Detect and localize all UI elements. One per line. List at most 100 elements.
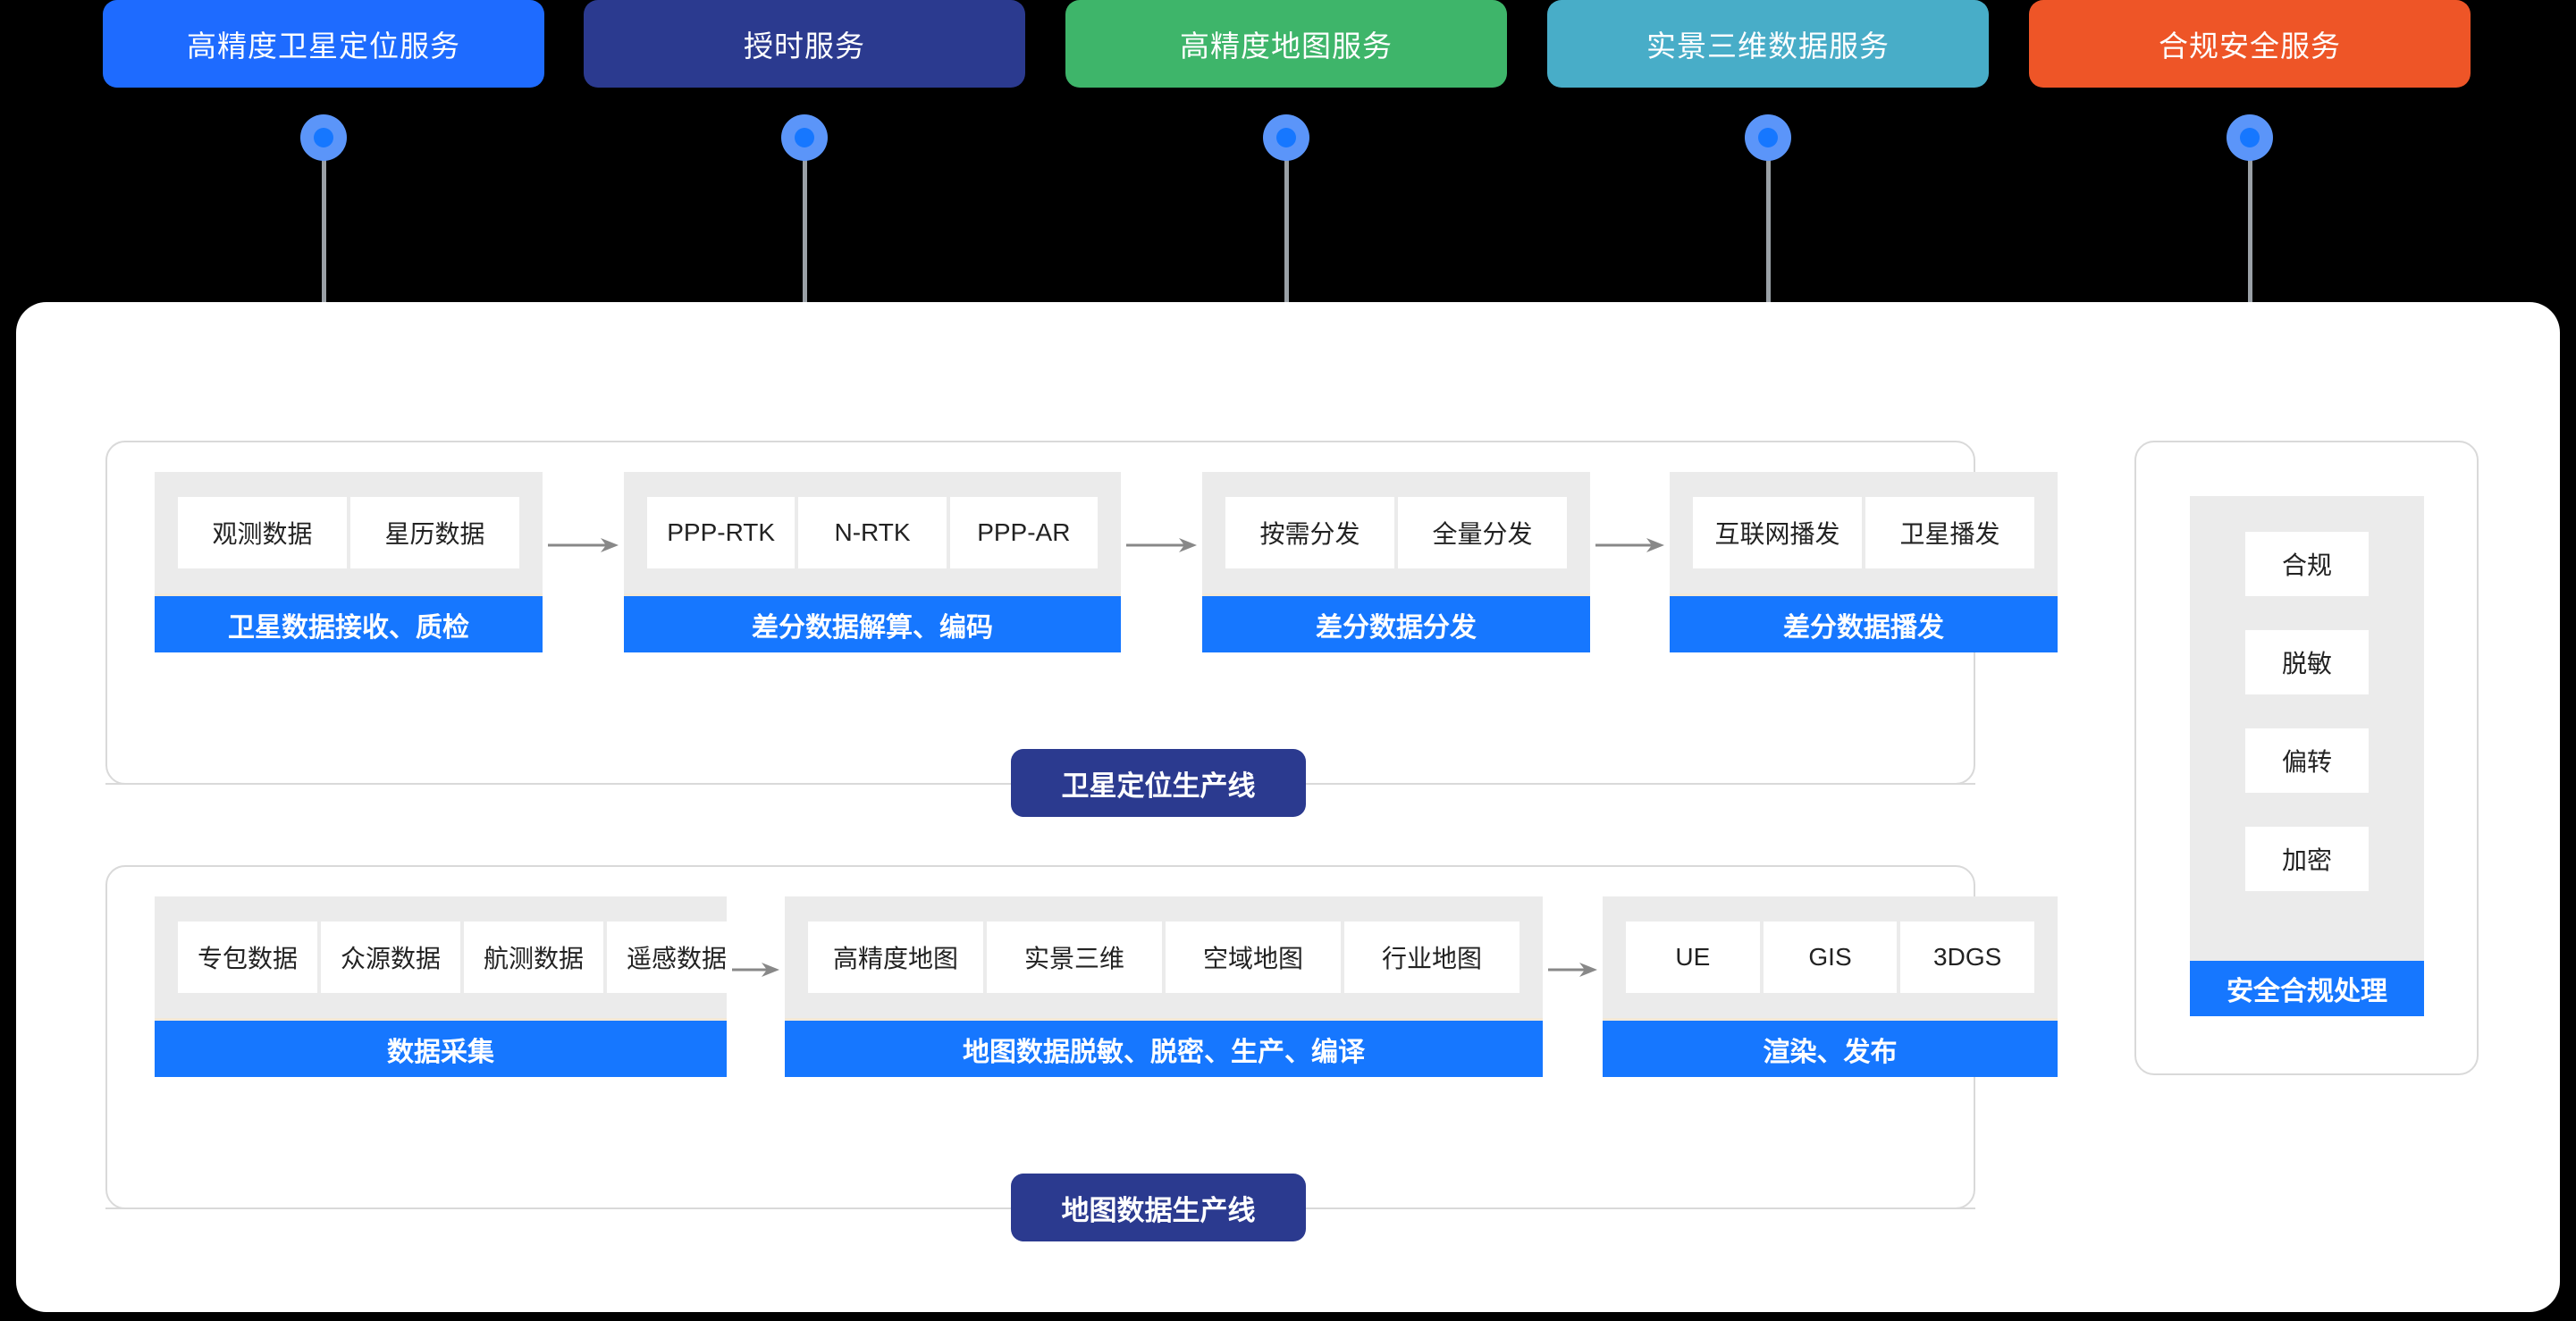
service-pill-label: 合规安全服务 [2159, 29, 2341, 63]
map-chip-0-1[interactable]: 众源数据 [321, 921, 465, 993]
satellite-chip-0-1[interactable]: 星历数据 [350, 497, 519, 568]
footer-label: 数据采集 [387, 1037, 494, 1067]
security-chip-label: 加密 [2281, 846, 2332, 874]
satellite-group-3-items: 互联网播发 卫星播发 [1670, 472, 2058, 593]
satellite-chip-1-1[interactable]: N-RTK [798, 497, 950, 568]
location-pin-core [2240, 128, 2260, 147]
connector-stem-0 [322, 134, 326, 304]
map-footer-1[interactable]: 地图数据脱敏、脱密、生产、编译 [785, 1018, 1543, 1077]
location-pin-icon-1[interactable] [781, 114, 828, 161]
map-chip-2-0[interactable]: UE [1626, 921, 1764, 993]
satellite-group-1: PPP-RTK N-RTK PPP-AR 差分数据解算、编码 [624, 472, 1121, 652]
map-chip-0-2[interactable]: 航测数据 [464, 921, 608, 993]
security-chip-2[interactable]: 偏转 [2245, 728, 2369, 793]
map-chip-1-2[interactable]: 空域地图 [1166, 921, 1344, 993]
satellite-group-3: 互联网播发 卫星播发差分数据播发 [1670, 472, 2058, 652]
security-chip-label: 合规 [2281, 551, 2332, 579]
satellite-chip-0-0[interactable]: 观测数据 [178, 497, 350, 568]
map-chip-1-0[interactable]: 高精度地图 [808, 921, 987, 993]
satellite-group-2: 按需分发 全量分发差分数据分发 [1202, 472, 1590, 652]
satellite-footer-1[interactable]: 差分数据解算、编码 [624, 593, 1121, 652]
map-footer-0[interactable]: 数据采集 [155, 1018, 727, 1077]
location-pin-icon-2[interactable] [1263, 114, 1309, 161]
chip-label: 航测数据 [484, 945, 585, 972]
map-group-1-items: 高精度地图实景三维 空域地图 行业地图 [785, 896, 1543, 1018]
map-chip-0-0[interactable]: 专包数据 [178, 921, 322, 993]
service-pill-row: 高精度卫星定位服务 授时服务 高精度地图服务 实景三维数据服务 合规安全服务 [0, 0, 2576, 88]
map-chip-1-1[interactable]: 实景三维 [987, 921, 1166, 993]
security-chip-0[interactable]: 合规 [2245, 532, 2369, 596]
chip-label: 互联网播发 [1714, 520, 1840, 548]
satellite-chip-1-2[interactable]: PPP-AR [949, 497, 1098, 568]
footer-label: 差分数据分发 [1316, 612, 1477, 643]
footer-label: 地图数据脱敏、脱密、生产、编译 [963, 1037, 1365, 1067]
footer-label: 卫星数据接收、质检 [228, 612, 469, 643]
service-pill-4[interactable]: 合规安全服务 [2029, 0, 2471, 88]
map-group-2-items: UE GIS 3DGS [1603, 896, 2058, 1018]
chip-label: PPP-AR [977, 518, 1071, 546]
footer-label: 渲染、发布 [1763, 1037, 1898, 1067]
chip-label: 观测数据 [212, 520, 313, 548]
chip-label: 3DGS [1933, 943, 2002, 971]
service-pill-2[interactable]: 高精度地图服务 [1065, 0, 1507, 88]
satellite-group-2-items: 按需分发 全量分发 [1202, 472, 1590, 593]
location-pin-core [795, 128, 814, 147]
map-chip-0-3[interactable]: 遥感数据 [607, 921, 747, 993]
map-group-2: UE GIS 3DGS 渲染、发布 [1603, 896, 2058, 1077]
chip-label: 行业地图 [1381, 945, 1482, 972]
service-pill-1[interactable]: 授时服务 [584, 0, 1025, 88]
footer-label: 差分数据解算、编码 [752, 612, 993, 643]
location-pin-core [1276, 128, 1296, 147]
satellite-footer-3[interactable]: 差分数据播发 [1670, 593, 2058, 652]
satellite-chip-2-1[interactable]: 全量分发 [1398, 497, 1567, 568]
location-pin-core [314, 128, 333, 147]
satellite-footer-0[interactable]: 卫星数据接收、质检 [155, 593, 543, 652]
security-chip-label: 脱敏 [2281, 650, 2332, 677]
map-line-label[interactable]: 地图数据生产线 [1011, 1174, 1306, 1241]
location-pin-icon-0[interactable] [300, 114, 347, 161]
chip-label: PPP-RTK [667, 518, 776, 546]
connector-stem-2 [1284, 134, 1289, 304]
map-chip-1-3[interactable]: 行业地图 [1344, 921, 1520, 993]
connector-stem-3 [1766, 134, 1771, 304]
map-arrow-1 [1548, 959, 1597, 980]
satellite-chip-1-0[interactable]: PPP-RTK [647, 497, 799, 568]
footer-label: 差分数据播发 [1783, 612, 1944, 643]
map-chip-2-1[interactable]: GIS [1763, 921, 1901, 993]
satellite-arrow-2 [1595, 534, 1664, 556]
satellite-line-label-text: 卫星定位生产线 [1061, 770, 1256, 802]
satellite-line-label[interactable]: 卫星定位生产线 [1011, 749, 1306, 817]
chip-label: 专包数据 [198, 945, 299, 972]
service-pill-label: 高精度地图服务 [1180, 29, 1393, 63]
satellite-chip-3-1[interactable]: 卫星播发 [1865, 497, 2034, 568]
location-pin-core [1758, 128, 1778, 147]
satellite-chip-2-0[interactable]: 按需分发 [1225, 497, 1398, 568]
satellite-footer-2[interactable]: 差分数据分发 [1202, 593, 1590, 652]
map-footer-2[interactable]: 渲染、发布 [1603, 1018, 2058, 1077]
location-pin-icon-3[interactable] [1745, 114, 1791, 161]
security-chip-1[interactable]: 脱敏 [2245, 630, 2369, 694]
location-pin-icon-4[interactable] [2227, 114, 2273, 161]
chip-label: 遥感数据 [627, 945, 728, 972]
service-pill-label: 高精度卫星定位服务 [187, 29, 460, 63]
map-arrow-0 [732, 959, 779, 980]
chip-label: GIS [1808, 943, 1852, 971]
chip-label: 空域地图 [1202, 945, 1303, 972]
chip-label: UE [1675, 943, 1711, 971]
security-chip-3[interactable]: 加密 [2245, 827, 2369, 891]
security-footer[interactable]: 安全合规处理 [2190, 961, 2424, 1016]
service-pill-0[interactable]: 高精度卫星定位服务 [103, 0, 544, 88]
satellite-group-0-items: 观测数据 星历数据 [155, 472, 543, 593]
satellite-group-1-items: PPP-RTK N-RTK PPP-AR [624, 472, 1121, 593]
service-pill-3[interactable]: 实景三维数据服务 [1547, 0, 1989, 88]
security-footer-label: 安全合规处理 [2227, 977, 2387, 1006]
chip-label: 按需分发 [1259, 520, 1360, 548]
chip-label: N-RTK [834, 518, 911, 546]
map-line-label-text: 地图数据生产线 [1061, 1194, 1256, 1226]
chip-label: 全量分发 [1432, 520, 1533, 548]
satellite-chip-3-0[interactable]: 互联网播发 [1693, 497, 1865, 568]
chip-label: 卫星播发 [1899, 520, 2000, 548]
map-chip-2-2[interactable]: 3DGS [1900, 921, 2035, 993]
